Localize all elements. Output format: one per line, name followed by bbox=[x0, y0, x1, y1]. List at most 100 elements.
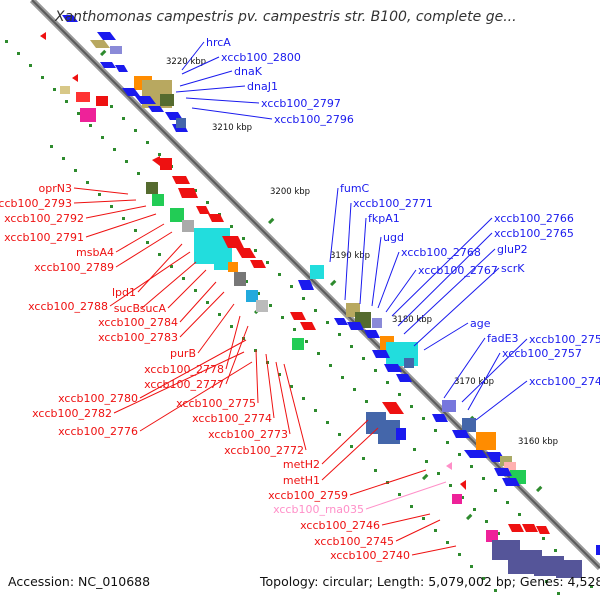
gene-feature[interactable] bbox=[298, 280, 314, 290]
gene-feature[interactable] bbox=[452, 494, 462, 504]
gene-label-reverse[interactable]: xccb100_2788 bbox=[28, 300, 108, 313]
gene-feature[interactable] bbox=[40, 32, 46, 40]
gene-feature[interactable] bbox=[464, 450, 488, 458]
gene-feature[interactable] bbox=[396, 428, 406, 440]
gene-feature[interactable] bbox=[452, 430, 470, 438]
gene-feature[interactable] bbox=[236, 248, 256, 258]
gene-feature[interactable] bbox=[310, 265, 324, 279]
gene-feature[interactable] bbox=[502, 478, 520, 486]
gene-label-forward[interactable]: hrcA bbox=[206, 36, 231, 49]
reverse-strand-features[interactable] bbox=[40, 32, 582, 578]
gene-feature[interactable] bbox=[460, 480, 466, 490]
gene-label-reverse[interactable]: xccb100_2793 bbox=[0, 197, 72, 210]
gene-label-reverse[interactable]: xccb100_2775 bbox=[176, 397, 256, 410]
gene-feature[interactable] bbox=[146, 182, 158, 194]
gene-label-reverse[interactable]: xccb100_2745 bbox=[314, 535, 394, 548]
gene-feature[interactable] bbox=[90, 40, 110, 48]
gene-feature[interactable] bbox=[404, 358, 414, 368]
gene-feature[interactable] bbox=[442, 400, 456, 412]
gene-label-forward[interactable]: fkpA1 bbox=[368, 212, 400, 225]
gene-feature[interactable] bbox=[556, 560, 582, 578]
gene-label-reverse[interactable]: oprN3 bbox=[39, 182, 72, 195]
gene-label-reverse[interactable]: xccb100_2776 bbox=[58, 425, 138, 438]
gene-feature[interactable] bbox=[96, 96, 108, 106]
gene-label-forward[interactable]: xccb100_2768 bbox=[401, 246, 481, 259]
gene-feature[interactable] bbox=[334, 318, 348, 325]
gene-label-reverse[interactable]: xccb100_2784 bbox=[98, 316, 178, 329]
gene-label-reverse[interactable]: xccb100_2773 bbox=[208, 428, 288, 441]
gene-label-reverse[interactable]: xccb100_2778 bbox=[144, 363, 224, 376]
gene-feature[interactable] bbox=[446, 462, 452, 470]
gene-label-forward[interactable]: xccb100_2796 bbox=[274, 113, 354, 126]
gene-feature[interactable] bbox=[214, 246, 232, 270]
gene-feature[interactable] bbox=[135, 96, 156, 104]
gene-label-forward[interactable]: xccb100_2753 bbox=[529, 333, 600, 346]
gene-label-reverse[interactable]: xccb100_2791 bbox=[4, 231, 84, 244]
gene-feature[interactable] bbox=[432, 414, 448, 422]
gene-feature[interactable] bbox=[62, 15, 78, 22]
gene-feature[interactable] bbox=[196, 206, 210, 214]
gene-label-forward[interactable]: fadE3 bbox=[487, 332, 519, 345]
gene-feature[interactable] bbox=[222, 236, 244, 248]
gene-label-forward[interactable]: xccb100_2765 bbox=[494, 227, 574, 240]
gene-label-reverse[interactable]: xccb100_2783 bbox=[98, 331, 178, 344]
gene-feature[interactable] bbox=[494, 468, 512, 476]
gene-feature[interactable] bbox=[148, 106, 164, 112]
gene-feature[interactable] bbox=[176, 118, 186, 128]
gene-label-reverse[interactable]: lpd1 bbox=[112, 286, 136, 299]
gene-feature[interactable] bbox=[160, 158, 172, 170]
gene-feature[interactable] bbox=[100, 62, 116, 68]
gene-feature[interactable] bbox=[182, 220, 194, 232]
gene-feature[interactable] bbox=[152, 194, 164, 206]
gene-label-forward[interactable]: dnaK bbox=[234, 65, 263, 78]
gene-feature[interactable] bbox=[486, 530, 498, 542]
gene-feature[interactable] bbox=[228, 262, 238, 272]
gene-feature[interactable] bbox=[122, 88, 140, 96]
gene-label-reverse[interactable]: xccb100_2772 bbox=[224, 444, 304, 457]
gene-label-forward[interactable]: dnaJ1 bbox=[247, 80, 278, 93]
gene-feature[interactable] bbox=[250, 260, 266, 268]
gene-feature[interactable] bbox=[522, 524, 538, 532]
gene-label-forward[interactable]: fumC bbox=[340, 182, 370, 195]
gene-label-forward[interactable]: scrK bbox=[501, 262, 525, 275]
gene-feature[interactable] bbox=[76, 92, 90, 102]
gene-label-reverse[interactable]: xccb100_rna035 bbox=[273, 503, 364, 516]
gene-feature[interactable] bbox=[97, 32, 116, 40]
gene-feature[interactable] bbox=[170, 208, 184, 222]
gene-label-forward[interactable]: xccb100_2767 bbox=[418, 264, 498, 277]
gene-label-reverse[interactable]: xccb100_2782 bbox=[32, 407, 112, 420]
gene-feature[interactable] bbox=[115, 65, 128, 72]
gene-feature[interactable] bbox=[160, 94, 174, 106]
gene-feature[interactable] bbox=[290, 312, 306, 320]
gene-feature[interactable] bbox=[372, 318, 382, 328]
gene-feature[interactable] bbox=[596, 545, 600, 555]
gene-label-reverse[interactable]: xccb100_2759 bbox=[268, 489, 348, 502]
gene-feature[interactable] bbox=[72, 74, 78, 82]
gene-feature[interactable] bbox=[208, 214, 224, 222]
gene-feature[interactable] bbox=[396, 374, 412, 382]
gene-label-reverse[interactable]: msbA4 bbox=[76, 246, 114, 259]
gene-feature[interactable] bbox=[462, 418, 476, 432]
gene-feature[interactable] bbox=[382, 402, 404, 414]
gene-feature[interactable] bbox=[372, 350, 390, 358]
gene-feature[interactable] bbox=[152, 156, 160, 166]
gene-feature[interactable] bbox=[234, 272, 246, 286]
gene-label-forward[interactable]: xccb100_2748 bbox=[529, 375, 600, 388]
gene-label-reverse[interactable]: metH1 bbox=[283, 474, 320, 487]
gene-label-forward[interactable]: gluP2 bbox=[497, 243, 528, 256]
gene-feature[interactable] bbox=[256, 300, 268, 312]
gene-feature[interactable] bbox=[347, 322, 364, 330]
gene-feature[interactable] bbox=[246, 290, 258, 302]
gene-feature[interactable] bbox=[110, 46, 122, 54]
gene-feature[interactable] bbox=[172, 176, 190, 184]
gene-feature[interactable] bbox=[500, 456, 512, 466]
gene-label-reverse[interactable]: metH2 bbox=[283, 458, 320, 471]
gene-feature[interactable] bbox=[476, 432, 496, 450]
gene-feature[interactable] bbox=[292, 338, 304, 350]
gene-label-forward[interactable]: xccb100_2766 bbox=[494, 212, 574, 225]
gene-feature[interactable] bbox=[364, 330, 380, 338]
gene-label-reverse[interactable]: xccb100_2780 bbox=[58, 392, 138, 405]
gene-label-forward[interactable]: xccb100_2757 bbox=[502, 347, 582, 360]
gene-label-reverse[interactable]: xccb100_2774 bbox=[192, 412, 272, 425]
